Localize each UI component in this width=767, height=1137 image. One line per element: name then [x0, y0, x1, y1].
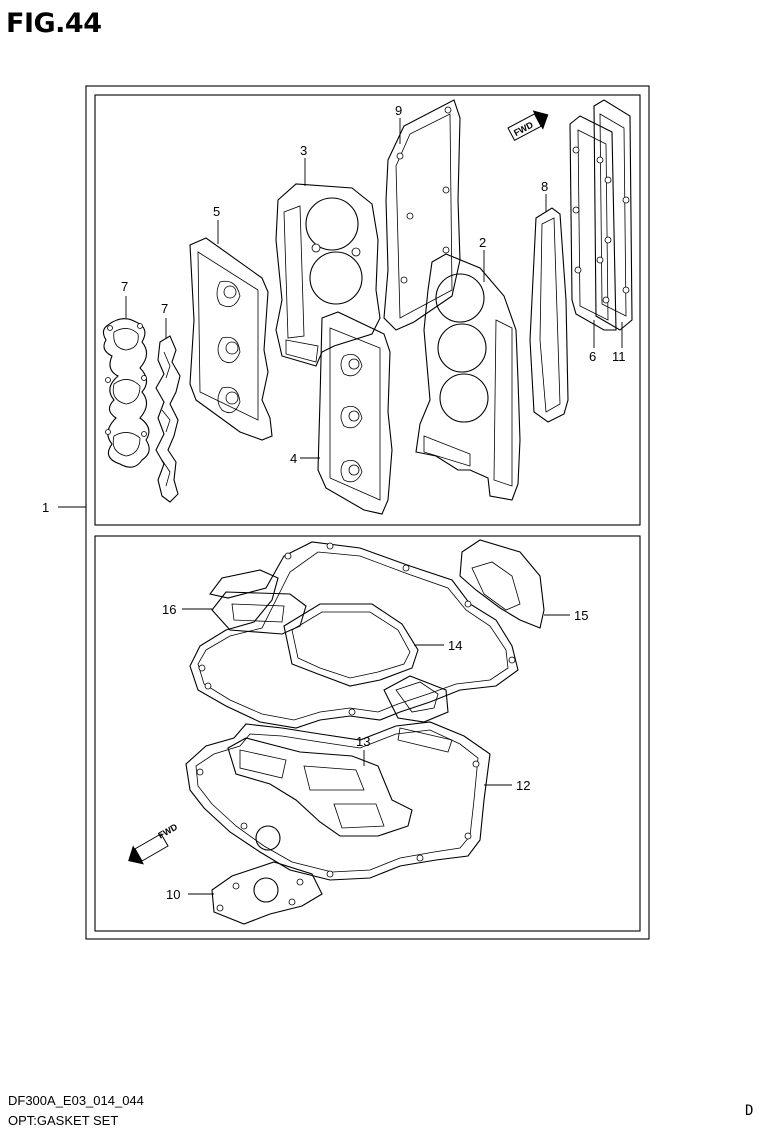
lower-panel-frame [94, 535, 641, 932]
callout-11: 11 [612, 349, 626, 364]
gasket-part-5 [189, 237, 273, 441]
page-letter: D [745, 1103, 754, 1119]
gasket-part-2 [415, 253, 521, 501]
fwd-arrow-bottom: FWD [128, 821, 180, 865]
figure-description: OPT:GASKET SET [8, 1113, 119, 1128]
gasket-part-7-left [102, 318, 150, 468]
callout-3: 3 [300, 143, 307, 158]
gasket-part-8 [529, 207, 569, 423]
callout-2: 2 [479, 235, 486, 250]
callout-10: 10 [166, 887, 180, 902]
gasket-part-16 [211, 591, 307, 635]
svg-text:FWD: FWD [156, 821, 179, 840]
fwd-arrow-top: FWD [507, 110, 549, 142]
outer-frame [85, 85, 650, 940]
callout-5: 5 [213, 204, 220, 219]
gasket-part-4 [317, 311, 393, 515]
callout-7b: 7 [161, 301, 168, 316]
gasket-part-11 [593, 99, 633, 331]
callout-16: 16 [162, 602, 176, 617]
gasket-part-13 [227, 737, 413, 837]
gasket-crankcase-upper [189, 541, 519, 729]
gasket-part-9 [383, 99, 461, 331]
callout-13: 13 [356, 734, 370, 749]
callout-7a: 7 [121, 279, 128, 294]
gasket-part-7-right [155, 335, 181, 503]
callout-6: 6 [589, 349, 596, 364]
gasket-part-3 [275, 183, 381, 367]
gasket-part-15 [459, 539, 545, 629]
callout-1: 1 [42, 500, 49, 515]
gasket-small-window [383, 675, 449, 723]
callout-14: 14 [448, 638, 462, 653]
upper-panel-frame [94, 94, 641, 526]
callout-12: 12 [516, 778, 530, 793]
callout-15: 15 [574, 608, 588, 623]
gasket-part-6 [569, 115, 617, 331]
figure-code: DF300A_E03_014_044 [8, 1093, 144, 1108]
callout-8: 8 [541, 179, 548, 194]
gasket-part-10 [211, 861, 323, 925]
figure-title: FIG.44 [6, 8, 102, 39]
gasket-part-14 [283, 603, 419, 687]
callout-4: 4 [290, 451, 297, 466]
gasket-part-12 [185, 721, 491, 881]
callout-9: 9 [395, 103, 402, 118]
